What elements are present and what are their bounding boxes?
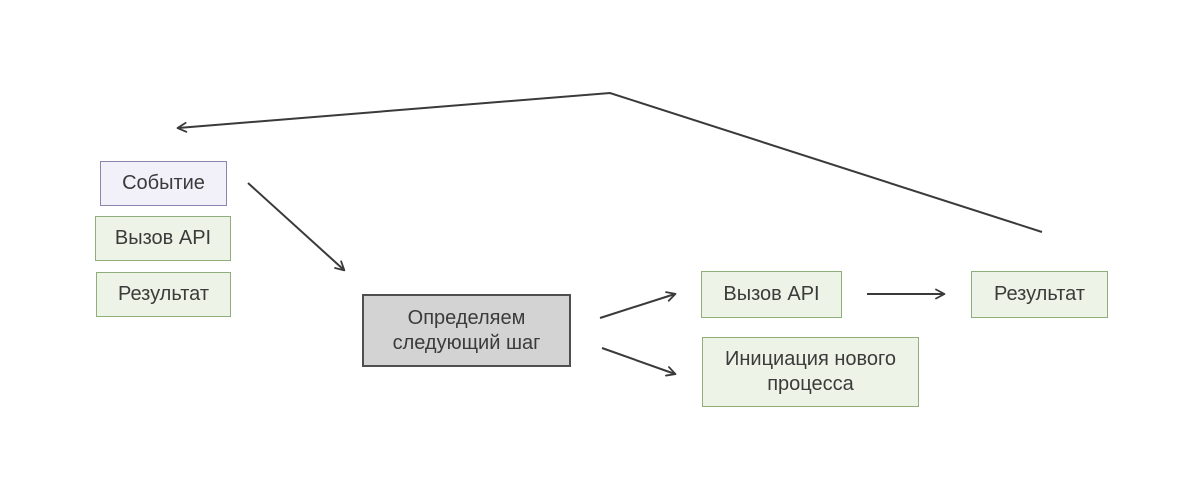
arrow-loop-back bbox=[176, 91, 1043, 233]
arrow-decide-to-new-process bbox=[601, 347, 677, 377]
node-api-call-left: Вызов API bbox=[95, 216, 231, 261]
node-api-call-right-label: Вызов API bbox=[723, 283, 820, 305]
node-api-call-right: Вызов API bbox=[701, 271, 842, 318]
node-result-left: Результат bbox=[96, 272, 231, 317]
node-result-left-label: Результат bbox=[118, 283, 209, 305]
node-decide-next-step: Определяем следующий шаг bbox=[362, 294, 571, 367]
node-api-call-left-label: Вызов API bbox=[114, 227, 212, 249]
node-result-right-label: Результат bbox=[994, 283, 1085, 305]
arrow-decide-to-api-call bbox=[599, 291, 677, 319]
node-new-process-initiation: Инициация нового процесса bbox=[702, 337, 919, 407]
arrow-event-to-decide bbox=[247, 182, 346, 272]
node-new-process-initiation-label: Инициация нового процесса bbox=[724, 348, 897, 395]
node-event: Событие bbox=[100, 161, 227, 206]
node-decide-next-step-label: Определяем следующий шаг bbox=[392, 306, 541, 354]
node-result-right: Результат bbox=[971, 271, 1108, 318]
node-event-label: Событие bbox=[122, 172, 205, 194]
